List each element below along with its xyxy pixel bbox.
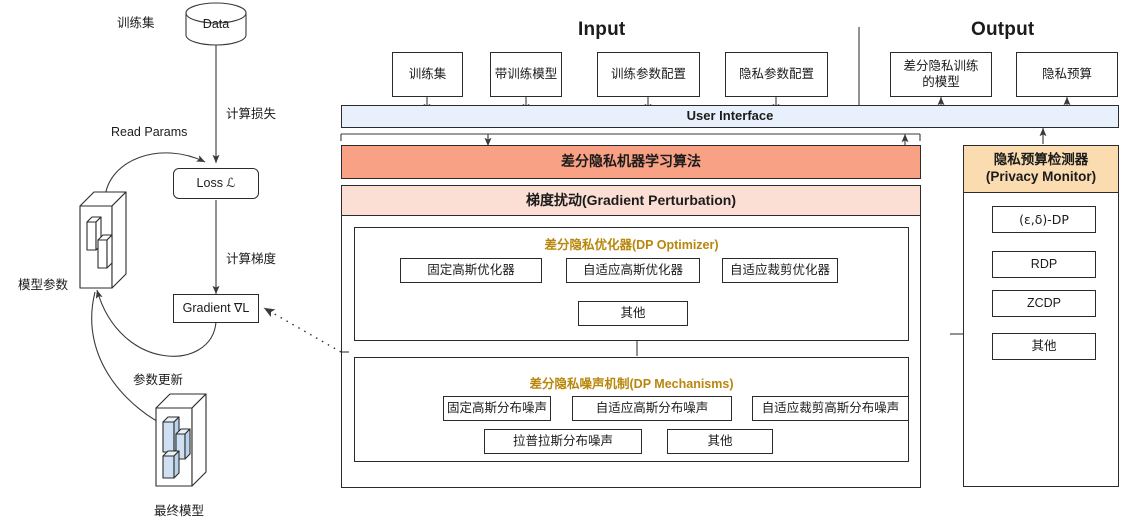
privacy-monitor-item-rdp[interactable]: RDP [992,251,1096,278]
gradient-node[interactable]: Gradient ∇L [173,294,259,323]
input-box-trainset[interactable]: 训练集 [392,52,463,97]
final-model-label: 最终模型 [153,504,204,518]
trainset-label: 训练集 [117,16,155,30]
output-box-dp-model[interactable]: 差分隐私训练 的模型 [890,52,992,97]
compute-gradient-label: 计算梯度 [226,252,277,266]
input-box-pretrained-model[interactable]: 带训练模型 [490,52,562,97]
dp-optimizer-group [354,227,909,341]
dp-optimizer-adaptive-clipping[interactable]: 自适应裁剪优化器 [722,258,838,283]
data-node-label: Data [202,17,230,31]
dp-mechanisms-title: 差分隐私噪声机制(DP Mechanisms) [529,377,734,391]
dp-mechanism-adaptive-gaussian-noise[interactable]: 自适应高斯分布噪声 [572,396,732,421]
input-box-privacy-params[interactable]: 隐私参数配置 [725,52,828,97]
loss-node[interactable]: Loss ℒ [173,168,259,199]
privacy-monitor-title-line1: 隐私预算检测器 [993,152,1089,168]
dp-mechanism-adaptive-clipping-gaussian-noise[interactable]: 自适应裁剪高斯分布噪声 [752,396,909,421]
privacy-monitor-title-line2: (Privacy Monitor) [985,169,1097,184]
input-header: Input [578,19,626,40]
privacy-monitor-item-eps-delta-dp[interactable]: (ε,δ)-DP [992,206,1096,233]
data-cylinder-icon [185,2,247,46]
dp-optimizer-title: 差分隐私优化器(DP Optimizer) [544,238,719,252]
gradient-perturbation-bar[interactable]: 梯度扰动(Gradient Perturbation) [341,185,921,216]
read-params-label: Read Params [111,125,188,139]
param-update-label: 参数更新 [133,373,184,387]
privacy-monitor-item-other[interactable]: 其他 [992,333,1096,360]
model-params-label: 模型参数 [18,278,69,292]
dp-mechanism-laplace-noise[interactable]: 拉普拉斯分布噪声 [484,429,642,454]
dp-optimizer-fixed-gaussian[interactable]: 固定高斯优化器 [400,258,542,283]
dp-optimizer-other[interactable]: 其他 [578,301,688,326]
privacy-monitor-header[interactable]: 隐私预算检测器 (Privacy Monitor) [963,145,1119,193]
user-interface-bar[interactable]: User Interface [341,105,1119,128]
dp-mechanism-other[interactable]: 其他 [667,429,773,454]
dp-ml-algorithm-bar[interactable]: 差分隐私机器学习算法 [341,145,921,179]
output-box-privacy-budget[interactable]: 隐私预算 [1016,52,1118,97]
output-header: Output [971,19,1035,40]
compute-loss-label: 计算损失 [226,107,277,121]
privacy-monitor-item-zcdp[interactable]: ZCDP [992,290,1096,317]
dp-optimizer-adaptive-gaussian[interactable]: 自适应高斯优化器 [566,258,700,283]
dp-mechanism-fixed-gaussian-noise[interactable]: 固定高斯分布噪声 [443,396,551,421]
model-params-server-icon [74,184,130,294]
input-box-training-params[interactable]: 训练参数配置 [597,52,700,97]
final-model-server-icon [148,386,210,496]
